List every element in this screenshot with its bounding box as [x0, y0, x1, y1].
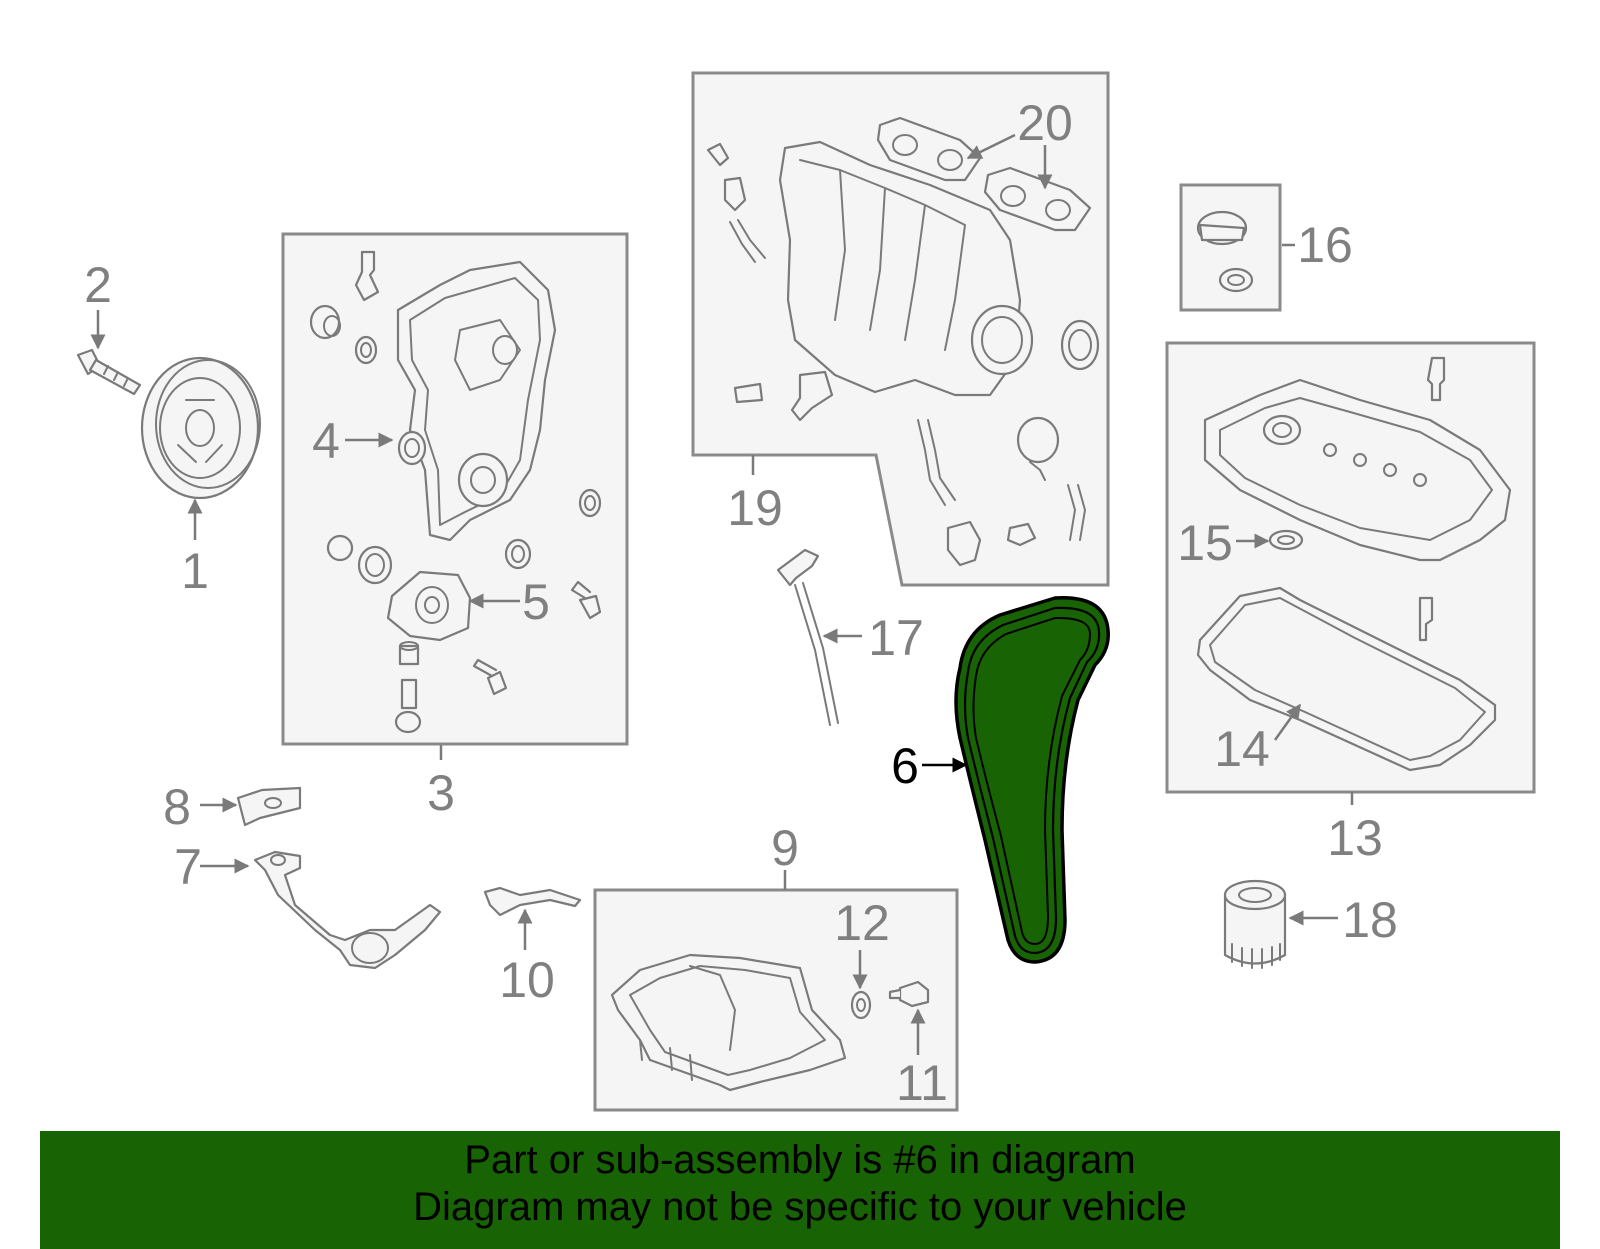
crank-bolt: [76, 348, 142, 396]
callout-9: 9: [771, 820, 799, 876]
oil-filler-cap: [1196, 210, 1254, 293]
dipstick: [776, 548, 839, 726]
footer-line-2: Diagram may not be specific to your vehi…: [413, 1185, 1187, 1229]
baffle-plate: [483, 886, 582, 917]
timing-chain-highlighted: [954, 596, 1110, 964]
callout-20: 20: [1017, 95, 1073, 151]
oil-strainer: [253, 850, 442, 970]
callout-17: 17: [868, 610, 924, 666]
callout-3: 3: [427, 765, 455, 821]
callout-16: 16: [1297, 217, 1353, 273]
oil-pan: [610, 953, 847, 1092]
oil-strainer-gasket: [236, 786, 302, 827]
callout-12: 12: [834, 895, 890, 951]
callout-14: 14: [1214, 721, 1270, 777]
callout-10: 10: [499, 952, 555, 1008]
callout-19: 19: [727, 480, 783, 536]
timing-chain-inner-1: [963, 606, 1101, 955]
callout-4: 4: [312, 413, 340, 469]
callout-11: 11: [896, 1055, 948, 1111]
timing-chain-inner-2: [972, 616, 1092, 946]
callout-5: 5: [522, 574, 550, 630]
timing-chain-cover: [396, 260, 557, 542]
callout-2: 2: [84, 257, 112, 313]
callout-7: 7: [174, 839, 202, 895]
leader-lines: [90, 133, 1354, 1055]
drain-plug-parts: [850, 980, 930, 1020]
timing-cover-small-parts: [309, 250, 602, 585]
crankshaft-pulley: [140, 356, 261, 500]
oil-pump: [386, 570, 472, 642]
callout-labels: 2 1 3 4 5 6 7 8 9 10 11 12 13 14 15 16 1…: [84, 95, 1398, 1111]
callout-1: 1: [181, 543, 209, 599]
valve-cover: [1203, 356, 1512, 562]
footer-banner: Part or sub-assembly is #6 in diagram Di…: [40, 1131, 1560, 1249]
oil-filter: [1223, 879, 1287, 969]
callout-13: 13: [1327, 810, 1383, 866]
timing-cover-bolts: [394, 580, 602, 734]
intake-manifold: [778, 140, 1100, 397]
valve-cover-gasket: [1196, 529, 1497, 772]
callout-18: 18: [1342, 892, 1398, 948]
callout-6-highlighted: 6: [891, 738, 919, 794]
callout-8: 8: [163, 779, 191, 835]
intake-gaskets: [876, 116, 1092, 232]
callout-15: 15: [1177, 515, 1233, 571]
footer-line-1: Part or sub-assembly is #6 in diagram: [464, 1138, 1136, 1182]
intake-sensors-hoses: [706, 142, 1086, 567]
